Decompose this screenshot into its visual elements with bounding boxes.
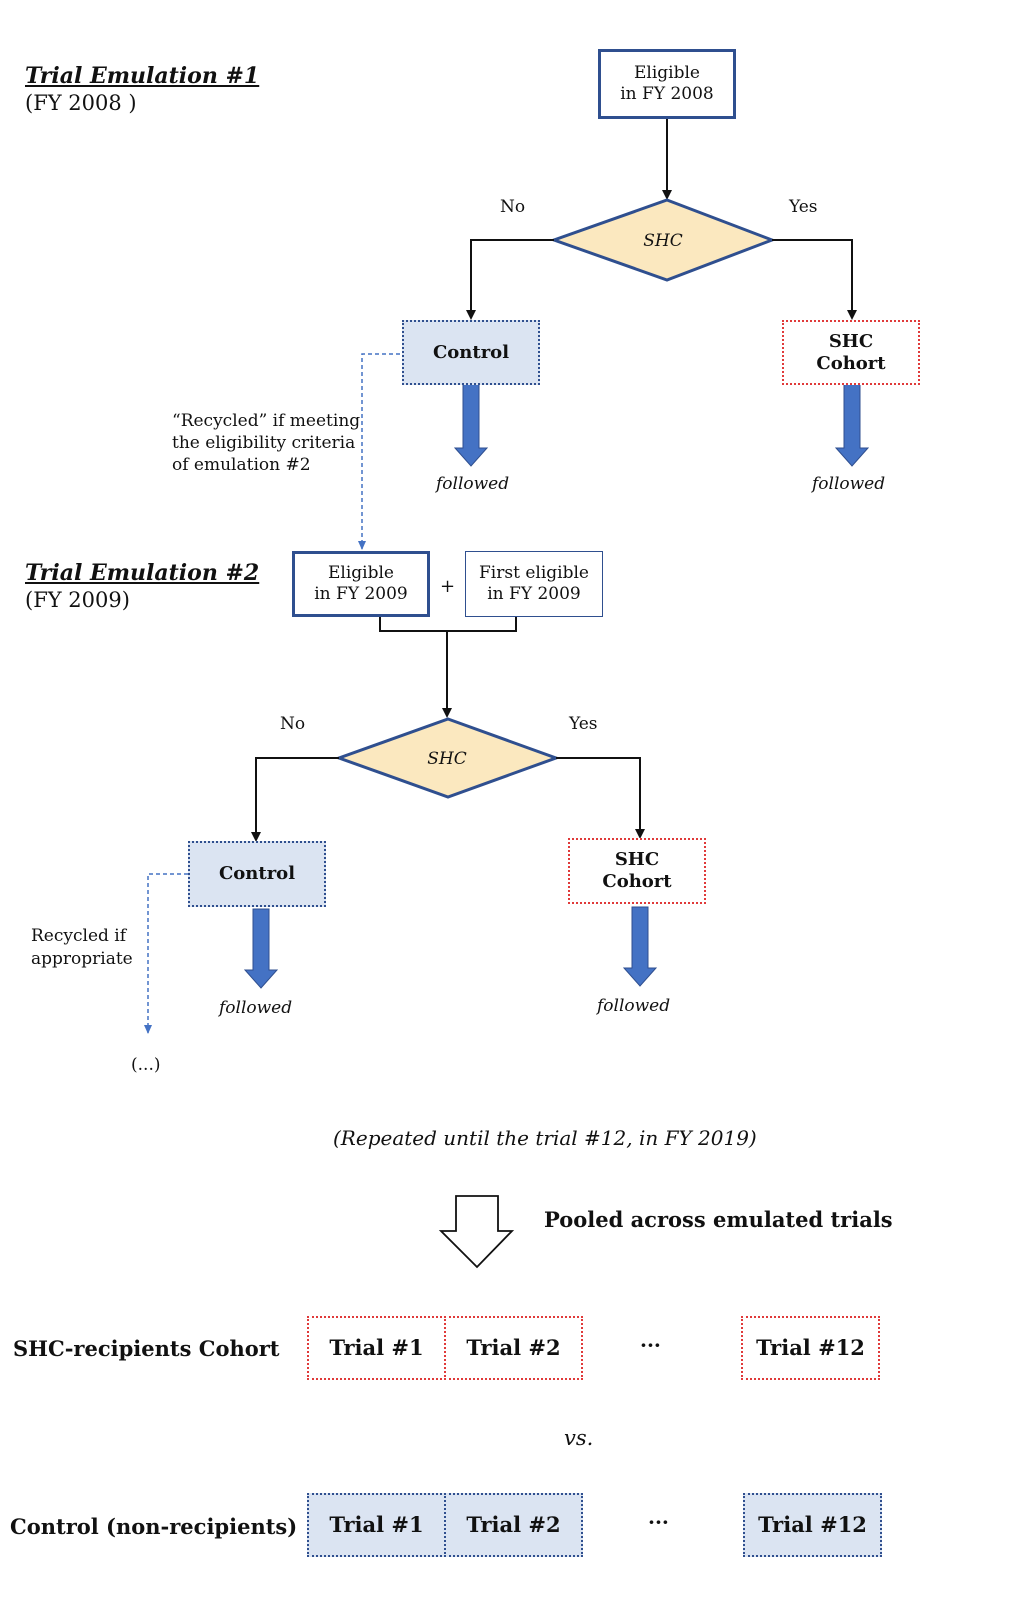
followed-arrow-shc-1 xyxy=(834,383,870,467)
shc-cohort-box-1: SHC Cohort xyxy=(782,320,920,385)
emulation-2-heading: Trial Emulation #2 xyxy=(25,560,260,586)
recycled-dashed-line-2 xyxy=(144,873,188,1034)
connector-no-branch-2 xyxy=(251,757,339,842)
recycled-note-2: Recycled if appropriate xyxy=(31,926,133,969)
no-label-1: No xyxy=(500,197,526,217)
connector-yes-branch-2 xyxy=(556,757,645,839)
control-box-2: Control xyxy=(188,841,326,907)
first-eligible-fy2009-box: First eligible in FY 2009 xyxy=(465,551,603,617)
vs-label: vs. xyxy=(564,1426,594,1450)
shc-trial-12: Trial #12 xyxy=(741,1316,880,1380)
pooled-down-arrow xyxy=(438,1195,515,1269)
control-trial-12: Trial #12 xyxy=(743,1493,882,1557)
control-trial-2: Trial #2 xyxy=(444,1493,583,1557)
followed-label-shc-2: followed xyxy=(597,996,671,1016)
recycled-note-1: “Recycled” if meeting the eligibility cr… xyxy=(172,411,361,476)
ellipsis-continued: (...) xyxy=(131,1055,161,1075)
decision-label-1: SHC xyxy=(643,231,683,251)
decision-diamond-1 xyxy=(549,198,777,282)
bracket-eligible-2 xyxy=(379,617,517,632)
connector-yes-branch-1 xyxy=(772,239,857,320)
yes-label-2: Yes xyxy=(569,714,598,734)
plus-sign: + xyxy=(440,576,456,597)
shc-trial-2: Trial #2 xyxy=(444,1316,583,1380)
eligible-fy2009-box: Eligible in FY 2009 xyxy=(292,551,430,617)
no-label-2: No xyxy=(280,714,306,734)
control-trial-1: Trial #1 xyxy=(307,1493,446,1557)
shc-trial-1: Trial #1 xyxy=(307,1316,446,1380)
decision-diamond-2 xyxy=(334,717,561,799)
recycled-dashed-line-1 xyxy=(358,353,400,550)
shc-recipients-cohort-label: SHC-recipients Cohort xyxy=(13,1336,280,1361)
repeat-note: (Repeated until the trial #12, in FY 201… xyxy=(333,1126,757,1150)
followed-arrow-control-2 xyxy=(243,908,279,989)
control-box-1: Control xyxy=(402,320,540,385)
shc-cohort-box-2: SHC Cohort xyxy=(568,838,706,904)
shc-trials-ellipsis: ··· xyxy=(640,1333,661,1357)
pooled-label: Pooled across emulated trials xyxy=(544,1207,893,1232)
connector-no-branch-1 xyxy=(466,239,554,320)
decision-label-2: SHC xyxy=(427,749,467,769)
yes-label-1: Yes xyxy=(789,197,818,217)
followed-label-control-2: followed xyxy=(219,998,293,1018)
emulation-2-year: (FY 2009) xyxy=(25,588,130,612)
emulation-1-year: (FY 2008 ) xyxy=(25,91,137,115)
followed-label-shc-1: followed xyxy=(812,474,886,494)
control-non-recipients-label: Control (non-recipients) xyxy=(10,1514,298,1539)
control-trials-ellipsis: ··· xyxy=(648,1510,669,1534)
followed-arrow-control-1 xyxy=(453,383,489,467)
followed-arrow-shc-2 xyxy=(622,906,658,987)
eligible-fy2008-box: Eligible in FY 2008 xyxy=(598,49,736,119)
followed-label-control-1: followed xyxy=(436,474,510,494)
emulation-1-heading: Trial Emulation #1 xyxy=(25,63,260,89)
